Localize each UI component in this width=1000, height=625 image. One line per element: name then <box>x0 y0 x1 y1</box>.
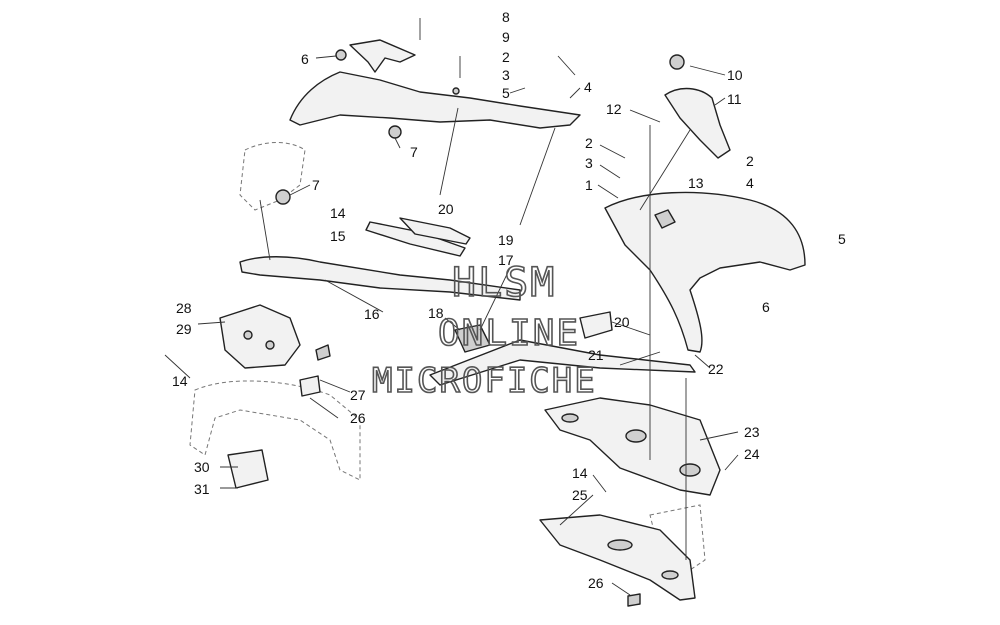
callout-6: 6 <box>762 299 770 315</box>
callout-26: 26 <box>588 575 604 591</box>
callout-4: 4 <box>746 175 754 191</box>
callout-14: 14 <box>330 205 346 221</box>
callout-4: 4 <box>584 79 592 95</box>
callout-27: 27 <box>350 387 366 403</box>
callout-7: 7 <box>312 177 320 193</box>
callout-11: 11 <box>727 91 742 107</box>
callout-1: 1 <box>585 177 593 193</box>
callout-9: 9 <box>502 29 510 45</box>
callout-25: 25 <box>572 487 588 503</box>
callout-labels: 8 9 2 3 5 4 6 7 7 10 11 12 2 3 1 2 13 4 … <box>172 9 846 591</box>
callout-21: 21 <box>588 347 604 363</box>
callout-2: 2 <box>502 49 510 65</box>
callout-7: 7 <box>410 144 418 160</box>
callout-23: 23 <box>744 424 760 440</box>
callout-2: 2 <box>746 153 754 169</box>
watermark-line-2: ONLINE <box>438 313 580 354</box>
left-mount-plate <box>219 304 331 489</box>
callout-5: 5 <box>838 231 846 247</box>
callout-13: 13 <box>688 175 704 191</box>
callout-8: 8 <box>502 9 510 25</box>
callout-22: 22 <box>708 361 724 377</box>
callout-17: 17 <box>498 252 514 268</box>
callout-6: 6 <box>301 51 309 67</box>
support-bar-16 <box>239 256 521 301</box>
right-floor-plate <box>544 397 721 496</box>
callout-2: 2 <box>585 135 593 151</box>
right-upper-shroud <box>604 54 806 353</box>
callout-26: 26 <box>350 410 366 426</box>
watermark-line-1: HLSM <box>452 260 556 306</box>
callout-3: 3 <box>502 67 510 83</box>
left-upper-shroud <box>275 39 581 205</box>
callout-15: 15 <box>330 228 346 244</box>
callout-20: 20 <box>614 314 630 330</box>
callout-29: 29 <box>176 321 192 337</box>
callout-20: 20 <box>438 201 454 217</box>
watermark-line-3: MICROFICHE <box>372 361 597 401</box>
lower-skid-plate <box>539 514 696 607</box>
watermark: ​ HLSM ONLINE MICROFICHE <box>371 259 597 402</box>
callout-3: 3 <box>585 155 593 171</box>
callout-14: 14 <box>572 465 588 481</box>
callout-12: 12 <box>606 101 622 117</box>
callout-24: 24 <box>744 446 760 462</box>
step-assembly <box>429 311 696 386</box>
callout-19: 19 <box>498 232 514 248</box>
mount-brackets <box>365 217 471 257</box>
callout-28: 28 <box>176 300 192 316</box>
callout-14: 14 <box>172 373 188 389</box>
callout-16: 16 <box>364 306 380 322</box>
callout-18: 18 <box>428 305 444 321</box>
callout-10: 10 <box>727 67 743 83</box>
callout-31: 31 <box>194 481 210 497</box>
leader-lines <box>164 18 739 596</box>
callout-30: 30 <box>194 459 210 475</box>
callout-5: 5 <box>502 85 510 101</box>
